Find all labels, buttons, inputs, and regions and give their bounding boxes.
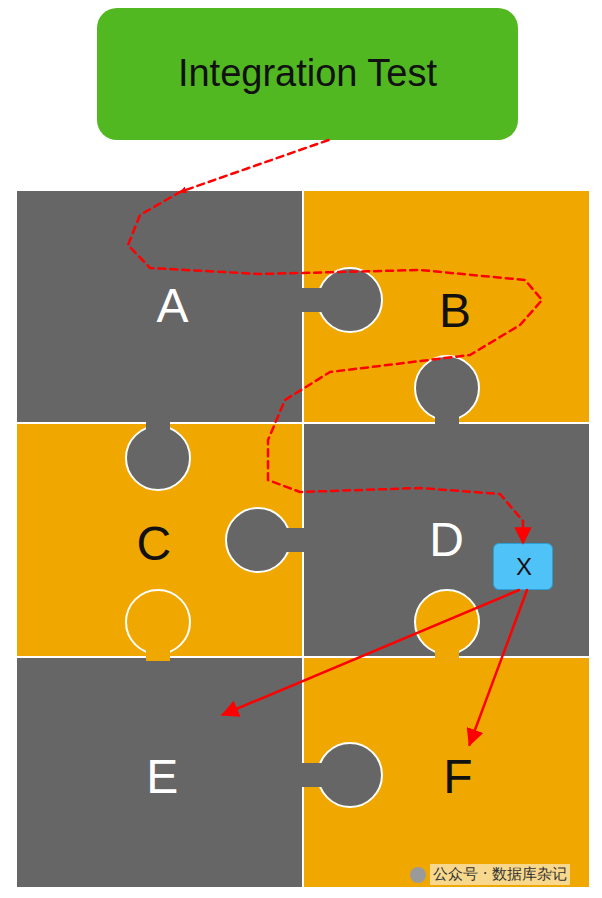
box-title: Integration Test	[178, 53, 437, 95]
wechat-icon	[410, 867, 426, 883]
puzzle-piece: F	[303, 657, 590, 888]
module-box: X	[493, 543, 553, 590]
module-label: X	[516, 554, 532, 580]
puzzle-piece	[16, 423, 303, 657]
puzzle-piece	[16, 657, 303, 888]
puzzle-piece: C	[16, 423, 303, 657]
entry-arrowhead	[180, 150, 300, 192]
puzzle-piece	[303, 423, 590, 657]
piece-letter: B	[439, 285, 471, 338]
piece-letter: F	[443, 751, 472, 804]
puzzle-piece	[303, 657, 590, 888]
piece-letter: A	[156, 280, 188, 333]
piece-letter: D	[429, 514, 464, 567]
piece-letter: C	[136, 518, 171, 571]
puzzle-piece	[16, 190, 303, 423]
puzzle-piece: A	[16, 190, 303, 423]
puzzle-piece: E	[16, 657, 303, 888]
test-path	[128, 140, 542, 543]
call-arrow	[469, 590, 527, 745]
call-arrow	[223, 590, 519, 715]
puzzle-piece	[303, 190, 590, 423]
puzzle-piece: DX	[303, 423, 590, 657]
piece-letter: E	[146, 751, 178, 804]
puzzle-piece: B	[303, 190, 590, 423]
watermark: 公众号 · 数据库杂记	[430, 864, 570, 885]
test-box: Integration Test	[97, 8, 518, 140]
